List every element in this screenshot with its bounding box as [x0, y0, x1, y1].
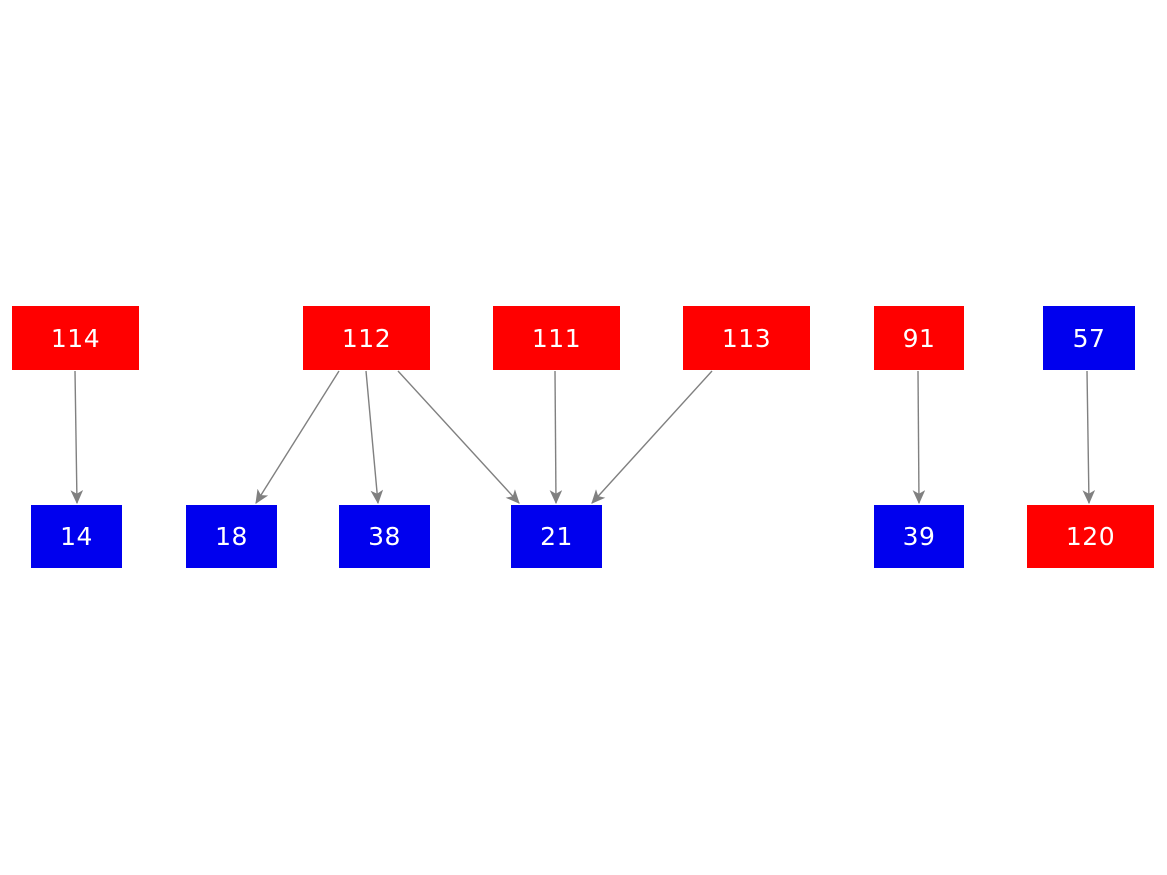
- edges-group: [70, 370, 1096, 505]
- node-57[interactable]: 57: [1043, 306, 1135, 370]
- node-label: 57: [1072, 323, 1106, 353]
- node-label: 91: [902, 323, 936, 353]
- edge-91-to-39: [912, 370, 926, 505]
- edge-111-to-21: [549, 370, 563, 505]
- node-120[interactable]: 120: [1027, 505, 1154, 568]
- node-91[interactable]: 91: [874, 306, 964, 370]
- node-label: 38: [368, 522, 401, 551]
- node-39[interactable]: 39: [874, 505, 964, 568]
- edge-112-to-18: [255, 370, 340, 504]
- node-label: 39: [902, 522, 936, 551]
- node-112[interactable]: 112: [303, 306, 430, 370]
- node-label: 113: [721, 323, 772, 353]
- node-label: 112: [341, 323, 392, 353]
- edge-112-to-38: [365, 370, 384, 505]
- node-114[interactable]: 114: [12, 306, 139, 370]
- node-14[interactable]: 14: [31, 505, 122, 568]
- node-label: 14: [60, 522, 93, 551]
- node-111[interactable]: 111: [493, 306, 620, 370]
- edge-112-to-21: [397, 370, 520, 504]
- node-label: 111: [531, 323, 582, 353]
- edge-114-to-14: [70, 370, 84, 505]
- node-label: 120: [1065, 522, 1116, 551]
- node-label: 114: [50, 323, 101, 353]
- node-113[interactable]: 113: [683, 306, 810, 370]
- node-21[interactable]: 21: [511, 505, 602, 568]
- node-label: 21: [540, 522, 573, 551]
- node-label: 18: [215, 522, 248, 551]
- node-18[interactable]: 18: [186, 505, 277, 568]
- edge-57-to-120: [1082, 370, 1096, 505]
- edge-113-to-21: [591, 370, 713, 504]
- node-38[interactable]: 38: [339, 505, 430, 568]
